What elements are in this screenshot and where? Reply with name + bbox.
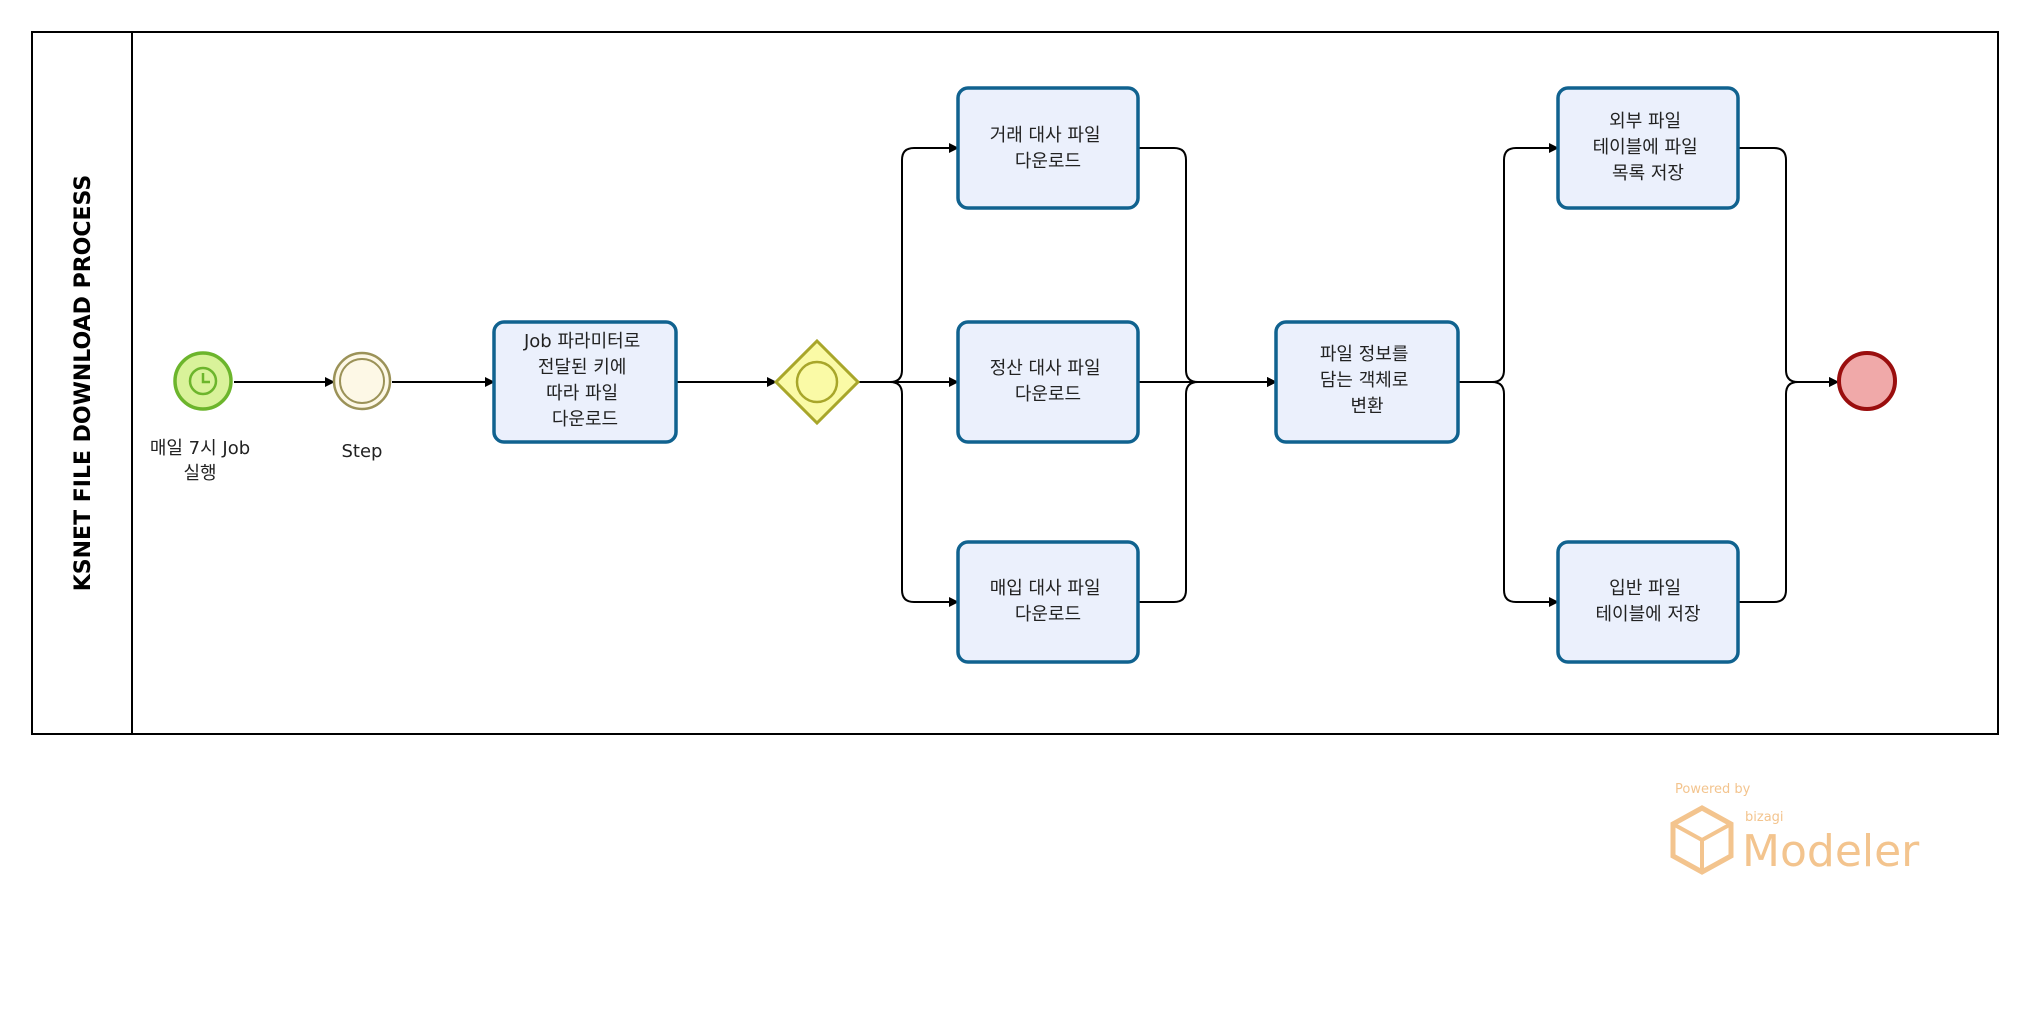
task-settle-download-line2: 다운로드 xyxy=(1015,384,1081,405)
watermark-product: Modeler xyxy=(1742,826,1920,877)
flow-convert-to-inbound xyxy=(1458,381,1559,607)
svg-text:정산 대사 파일 다운로드: 정산 대사 파일 다운로드 xyxy=(990,358,1107,405)
task-trade-download-line2: 다운로드 xyxy=(1015,151,1081,172)
task-inbound-save[interactable]: 입반 파일 테이블에 저장 xyxy=(1556,540,1740,664)
task-trade-download[interactable]: 거래 대사 파일 다운로드 xyxy=(956,86,1140,210)
task-download-by-key-line3: 따라 파일 xyxy=(546,383,618,404)
task-download-by-key-line1: Job 파라미터로 xyxy=(523,331,640,352)
task-convert-object-line1: 파일 정보를 xyxy=(1320,344,1409,365)
pool-title: KSNET FILE DOWNLOAD PROCESS xyxy=(71,175,96,592)
svg-text:매입 대사 파일 다운로드: 매입 대사 파일 다운로드 xyxy=(990,578,1107,625)
task-inbound-save-line1: 입반 파일 xyxy=(1609,578,1681,599)
flow-convert-to-external xyxy=(1458,143,1559,383)
task-convert-object-line3: 변환 xyxy=(1350,396,1383,417)
task-settle-download[interactable]: 정산 대사 파일 다운로드 xyxy=(956,320,1140,444)
task-external-save[interactable]: 외부 파일 테이블에 파일 목록 저장 xyxy=(1556,86,1740,210)
task-purchase-download[interactable]: 매입 대사 파일 다운로드 xyxy=(956,540,1140,664)
task-external-save-line3: 목록 저장 xyxy=(1612,163,1684,184)
intermediate-event-label: Step xyxy=(342,441,383,462)
flow-gateway-to-purchase xyxy=(858,381,959,607)
flow-inbound-to-end xyxy=(1738,377,1839,603)
flow-external-to-end xyxy=(1738,147,1839,387)
start-event-label-line2: 실행 xyxy=(183,463,216,484)
intermediate-event[interactable] xyxy=(332,351,392,411)
svg-text:거래 대사 파일 다운로드: 거래 대사 파일 다운로드 xyxy=(990,125,1107,172)
start-event-label-line1: 매일 7시 Job xyxy=(150,438,250,459)
task-settle-download-line1: 정산 대사 파일 xyxy=(990,358,1101,379)
parallel-gateway[interactable] xyxy=(773,338,861,426)
task-inbound-save-line2: 테이블에 저장 xyxy=(1595,604,1700,625)
bizagi-logo-icon xyxy=(1670,805,1734,875)
watermark-brand: bizagi xyxy=(1745,810,1784,825)
start-timer-event[interactable] xyxy=(173,351,233,411)
task-purchase-download-line1: 매입 대사 파일 xyxy=(990,578,1101,599)
end-event[interactable] xyxy=(1837,351,1897,411)
task-download-by-key[interactable]: Job 파라미터로 전달된 키에 따라 파일 다운로드 xyxy=(492,320,678,444)
svg-text:입반 파일 테이블에 저장: 입반 파일 테이블에 저장 xyxy=(1595,578,1700,625)
flow-purchase-to-convert xyxy=(1138,377,1277,603)
task-download-by-key-line2: 전달된 키에 xyxy=(538,357,627,378)
watermark-powered-by: Powered by xyxy=(1675,782,1751,797)
sequence-flows xyxy=(234,143,1839,607)
task-trade-download-line1: 거래 대사 파일 xyxy=(990,125,1101,146)
svg-text:외부 파일 테이블에 파일 목록 저: 외부 파일 테이블에 파일 목록 저장 xyxy=(1593,111,1704,184)
svg-text:파일 정보를 담는 객체로 변환: 파일 정보를 담는 객체로 변환 xyxy=(1320,344,1414,417)
task-convert-object-line2: 담는 객체로 xyxy=(1320,370,1409,391)
task-external-save-line1: 외부 파일 xyxy=(1609,111,1681,132)
task-purchase-download-line2: 다운로드 xyxy=(1015,604,1081,625)
task-convert-object[interactable]: 파일 정보를 담는 객체로 변환 xyxy=(1274,320,1460,444)
bizagi-watermark: Powered by bizagi Modeler xyxy=(1670,782,1920,877)
task-external-save-line2: 테이블에 파일 xyxy=(1593,137,1698,158)
clock-icon xyxy=(188,366,218,396)
svg-text:Job 파라미터로 전달된 키에 따: Job 파라미터로 전달된 키에 따라 파일 다운로드 xyxy=(523,331,646,430)
task-download-by-key-line4: 다운로드 xyxy=(552,409,618,430)
